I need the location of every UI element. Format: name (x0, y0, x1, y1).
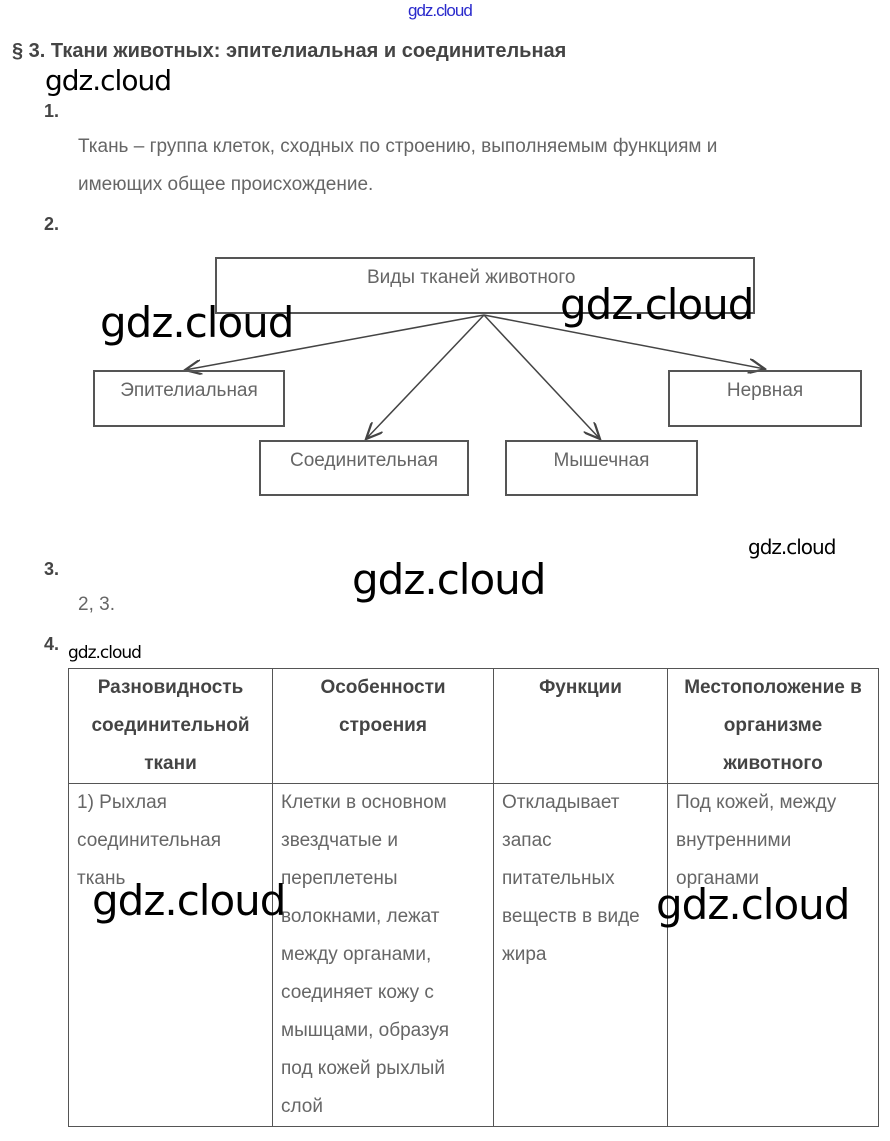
arrow-connective (366, 314, 485, 439)
diagram-box-epithelial: Эпителиальная (93, 370, 285, 427)
table-header-row: Разновидность соединительной ткани Особе… (68, 668, 879, 784)
connective-tissue-table: Разновидность соединительной ткани Особе… (68, 668, 879, 1127)
question-3-number: 3. (44, 559, 60, 579)
watermark: gdz.cloud (92, 876, 286, 925)
watermark: gdz.cloud (560, 280, 754, 329)
watermark: gdz.cloud (68, 643, 142, 663)
watermark: gdz.cloud (748, 535, 836, 559)
q1-text-line2: имеющих общее происхождение. (78, 174, 374, 195)
diagram-box-nervous: Нервная (668, 370, 862, 427)
watermark: gdz.cloud (100, 298, 294, 347)
table-header: Местоположение в организме животного (667, 668, 879, 784)
table-header: Особенности строения (272, 668, 494, 784)
table-cell: 1) Рыхлая соединительная ткань (68, 783, 273, 1127)
question-1-number: 1. (44, 101, 60, 121)
table-row: 1) Рыхлая соединительная ткань Клетки в … (68, 783, 879, 1127)
page-title: § 3. Ткани животных: эпителиальная и сое… (12, 40, 567, 62)
arrow-muscle (483, 314, 600, 439)
watermark: gdz.cloud (656, 880, 850, 929)
table-header: Функции (493, 668, 668, 784)
watermark: gdz.cloud (45, 64, 172, 97)
table-header: Разновидность соединительной ткани (68, 668, 273, 784)
diagram-box-connective: Соединительная (259, 440, 469, 496)
table-cell: Клетки в основном звездчатые и переплете… (272, 783, 494, 1127)
watermark-top: gdz.cloud (408, 1, 473, 20)
arrow-nervous (483, 314, 765, 369)
q1-text-line1: Ткань – группа клеток, сходных по строен… (78, 136, 718, 157)
diagram-arrows (0, 314, 890, 520)
diagram-box-muscle: Мышечная (505, 440, 698, 496)
watermark: gdz.cloud (352, 555, 546, 604)
q3-answer: 2, 3. (78, 594, 115, 615)
question-4-number: 4. (44, 634, 60, 654)
diagram-root-box: Виды тканей животного (215, 257, 755, 314)
arrow-epithelial (185, 314, 485, 370)
table-cell: Откладывает запас питательных веществ в … (493, 783, 668, 1127)
question-2-number: 2. (44, 214, 60, 234)
table-cell: Под кожей, между внутренними органами (667, 783, 879, 1127)
